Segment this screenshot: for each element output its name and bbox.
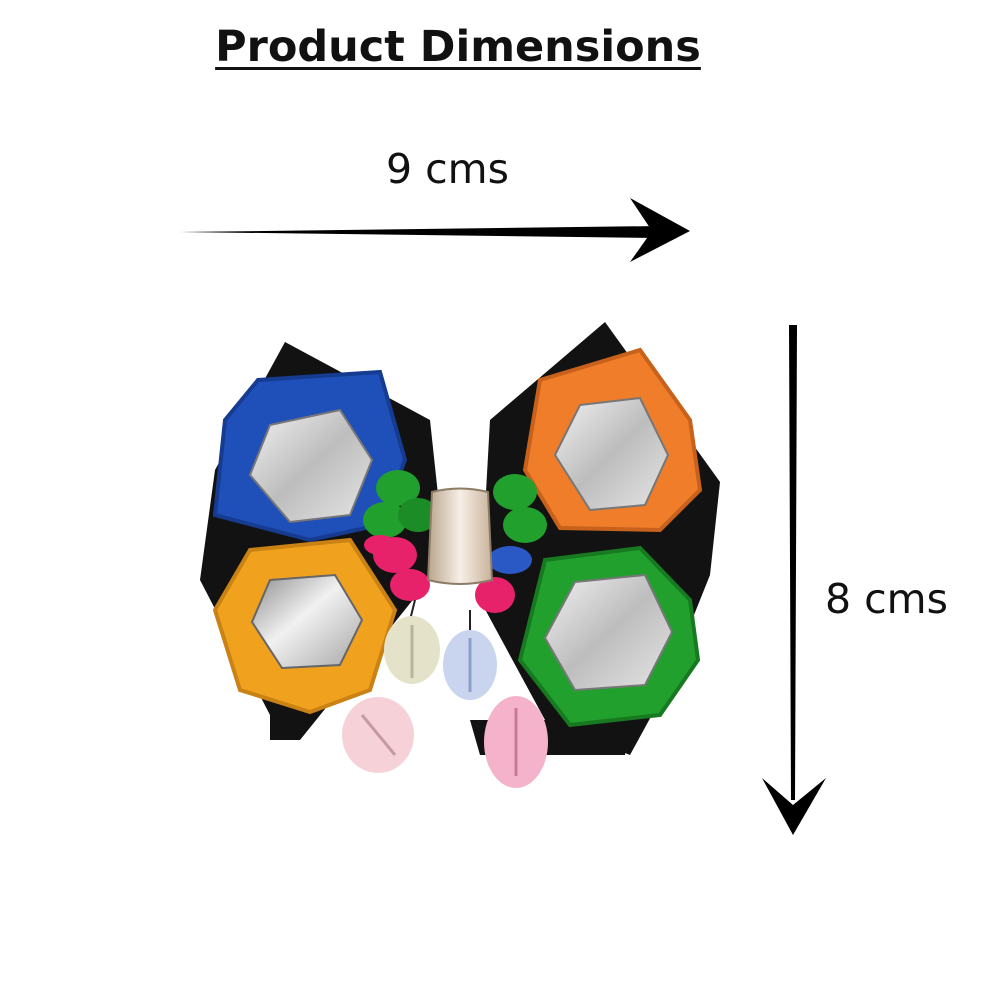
width-label: 9 cms — [386, 145, 509, 193]
metal-band — [426, 487, 494, 585]
cowrie-shells — [342, 599, 548, 788]
mirror — [553, 396, 670, 512]
height-label: 8 cms — [825, 575, 948, 623]
bow-clip — [200, 322, 720, 788]
mirror — [248, 408, 374, 524]
mirror — [250, 573, 364, 670]
mirror — [543, 573, 674, 692]
page-title: Product Dimensions — [215, 22, 701, 72]
height-arrow — [762, 325, 826, 835]
width-arrow — [180, 198, 690, 262]
thread-balls — [363, 470, 547, 613]
